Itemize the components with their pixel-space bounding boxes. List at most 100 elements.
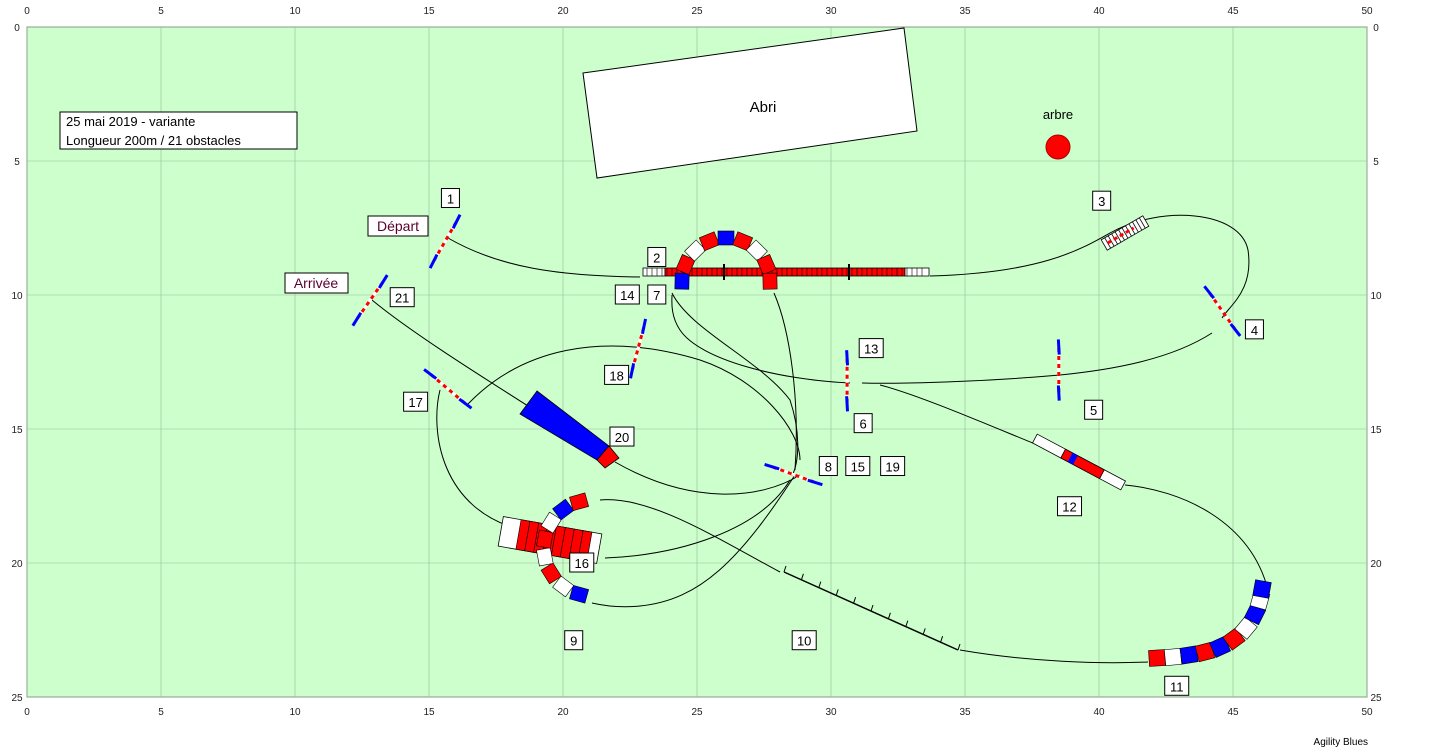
- tunnel-segment: [762, 272, 778, 290]
- weave-pole: [1104, 237, 1112, 249]
- svg-text:14: 14: [620, 288, 634, 303]
- number-tag-8: 8: [818, 456, 838, 477]
- axis-ticks: 0055101015152020252530303535404045455050…: [11, 6, 1382, 718]
- number-tag-5: 5: [1084, 399, 1104, 420]
- number-tag-9: 9: [564, 630, 584, 651]
- svg-text:13: 13: [864, 342, 878, 357]
- start-label-box: Départ: [367, 215, 429, 237]
- y-tick-left: 15: [11, 425, 23, 436]
- x-tick-top: 10: [289, 6, 301, 17]
- svg-text:3: 3: [1098, 194, 1105, 209]
- svg-text:12: 12: [1062, 500, 1076, 515]
- x-tick-bottom: 35: [959, 707, 971, 718]
- svg-text:4: 4: [1251, 323, 1258, 338]
- svg-text:5: 5: [1090, 403, 1097, 418]
- table-tick: [922, 628, 926, 635]
- y-tick-right: 25: [1370, 693, 1382, 704]
- svg-text:11: 11: [1170, 679, 1184, 694]
- tunnel-segment: [536, 529, 554, 549]
- number-tag-10: 10: [791, 630, 817, 651]
- table-tick: [940, 636, 944, 643]
- x-tick-bottom: 5: [158, 707, 164, 718]
- y-tick-left: 10: [11, 291, 23, 302]
- tunnel-segment: [732, 231, 754, 252]
- jumps-layer: [351, 214, 1242, 487]
- jump-6: [845, 350, 850, 412]
- jump-5: [1056, 339, 1061, 401]
- y-tick-left: 5: [14, 157, 20, 168]
- tunnel-segment: [1148, 649, 1166, 667]
- x-tick-bottom: 20: [557, 707, 569, 718]
- course-length: Longueur 200m / 21 obstacles: [66, 133, 241, 148]
- number-tag-7: 7: [647, 284, 667, 305]
- table-obstacle-10: [783, 565, 961, 651]
- svg-text:10: 10: [797, 634, 811, 649]
- y-tick-right: 0: [1373, 23, 1379, 34]
- svg-text:17: 17: [408, 395, 422, 410]
- number-tag-12: 12: [1057, 496, 1083, 517]
- tree: arbre: [1043, 107, 1073, 160]
- course-date: 25 mai 2019 - variante: [66, 114, 195, 129]
- jump-4: [1203, 285, 1242, 337]
- closed-tunnel-obstacle: [519, 390, 620, 469]
- x-tick-top: 45: [1227, 6, 1239, 17]
- x-tick-bottom: 25: [691, 707, 703, 718]
- jump-17: [423, 368, 473, 410]
- x-tick-bottom: 45: [1227, 707, 1239, 718]
- svg-text:18: 18: [609, 368, 623, 383]
- dog-path: [371, 214, 1269, 664]
- svg-text:20: 20: [615, 430, 629, 445]
- table-tick: [887, 612, 891, 619]
- tunnel-segment: [756, 254, 777, 276]
- x-tick-top: 40: [1093, 6, 1105, 17]
- finish-label: Arrivée: [294, 275, 339, 291]
- y-tick-right: 20: [1370, 559, 1382, 570]
- credit-label: Agility Blues: [1313, 737, 1368, 748]
- svg-text:6: 6: [860, 417, 867, 432]
- svg-text:15: 15: [851, 460, 865, 475]
- tunnel-segment: [1252, 579, 1272, 599]
- number-tag-11: 11: [1164, 675, 1190, 696]
- x-tick-top: 5: [158, 6, 164, 17]
- svg-text:1: 1: [447, 192, 454, 207]
- course-info-box: 25 mai 2019 - variante Longueur 200m / 2…: [59, 111, 298, 150]
- jump-1: [428, 214, 462, 269]
- jump-21: [351, 274, 389, 327]
- tunnel-obstacle-top: [674, 230, 778, 290]
- x-tick-top: 50: [1361, 6, 1373, 17]
- table-tick: [835, 589, 839, 596]
- tunnel-segment: [717, 230, 735, 246]
- number-tag-15: 15: [845, 456, 871, 477]
- table-tick: [818, 581, 822, 588]
- number-tag-21: 21: [389, 287, 415, 308]
- tunnel-segment: [675, 254, 696, 276]
- table-tick: [905, 620, 909, 627]
- tunnel-obstacle-11: [1148, 579, 1272, 667]
- svg-text:9: 9: [570, 634, 577, 649]
- x-tick-bottom: 15: [423, 707, 435, 718]
- tunnel-segment: [552, 575, 575, 598]
- table-tick: [957, 643, 961, 651]
- svg-text:21: 21: [395, 291, 409, 306]
- x-tick-bottom: 10: [289, 707, 301, 718]
- table-tick: [800, 573, 804, 580]
- number-tag-19: 19: [880, 456, 906, 477]
- seesaw-obstacle: [1031, 433, 1127, 491]
- svg-text:7: 7: [653, 288, 660, 303]
- finish-label-box: Arrivée: [284, 272, 349, 294]
- shelter-label: Abri: [750, 99, 777, 116]
- y-tick-right: 15: [1370, 425, 1382, 436]
- start-label: Départ: [377, 218, 419, 234]
- x-tick-bottom: 50: [1361, 707, 1373, 718]
- x-tick-bottom: 30: [825, 707, 837, 718]
- number-tag-6: 6: [853, 413, 873, 434]
- y-tick-left: 20: [11, 559, 23, 570]
- tunnel-segment: [569, 492, 590, 512]
- weave-pole: [1135, 219, 1143, 231]
- dogwalk-obstacle: [642, 264, 930, 280]
- svg-text:2: 2: [653, 250, 660, 265]
- y-tick-left: 0: [14, 23, 20, 34]
- x-tick-top: 35: [959, 6, 971, 17]
- number-tag-20: 20: [609, 426, 635, 447]
